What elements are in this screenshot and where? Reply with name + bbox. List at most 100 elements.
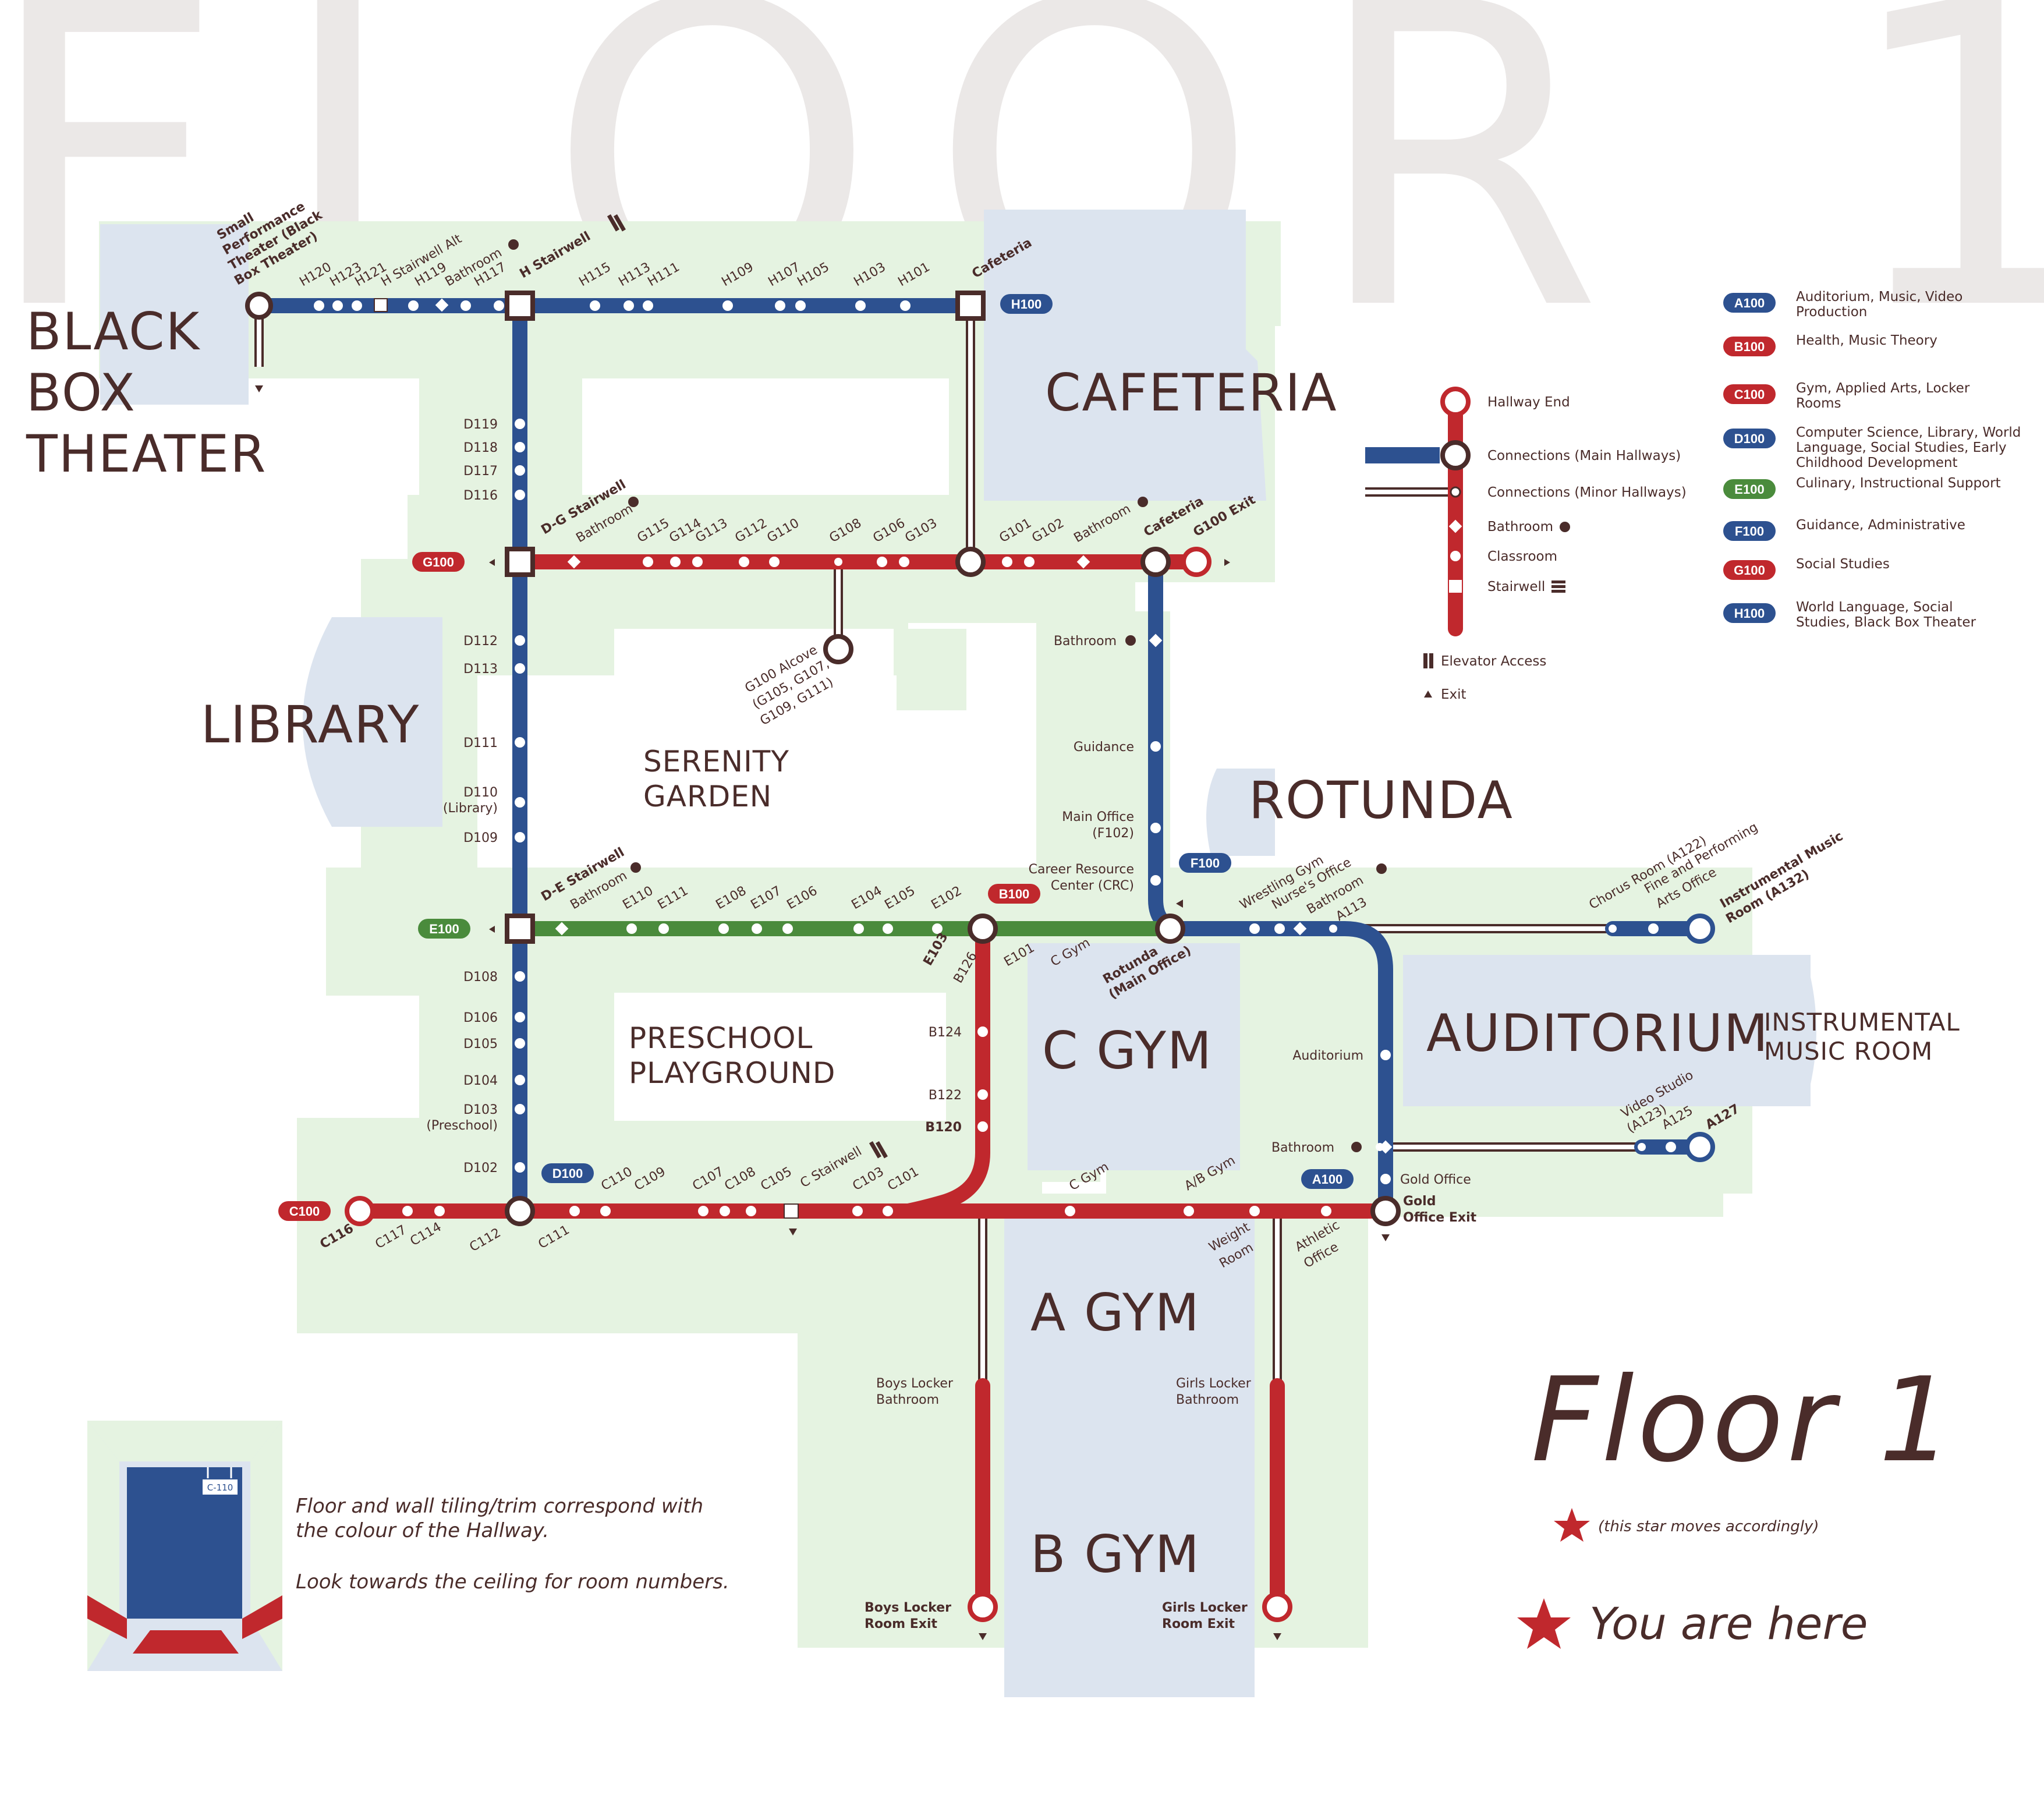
svg-text:Bathroom: Bathroom <box>876 1393 939 1407</box>
cafeteria-node <box>955 291 986 321</box>
key-minor-connection-icon <box>1450 486 1461 498</box>
a-gym-label: A GYM <box>1030 1283 1200 1343</box>
svg-text:Main Office: Main Office <box>1062 810 1134 824</box>
auditorium-label: AUDITORIUM <box>1426 1003 1769 1063</box>
you-are-here-star-icon <box>1517 1598 1571 1649</box>
svg-text:D111: D111 <box>463 736 498 750</box>
svg-text:Gold Office: Gold Office <box>1400 1173 1471 1187</box>
legend-badge <box>1723 429 1776 448</box>
d-hall-labels: D119 D118 D117 D116 D112 D113 D111 D110 … <box>426 417 498 1176</box>
legend-badge <box>1723 560 1776 580</box>
legend-description: Rooms <box>1796 396 1841 411</box>
svg-text:(Library): (Library) <box>443 801 498 816</box>
svg-text:Boys Locker: Boys Locker <box>865 1601 951 1615</box>
key-bathroom-dot-icon <box>1560 522 1570 532</box>
legend-description: Culinary, Instructional Support <box>1796 476 2001 491</box>
svg-text:D103: D103 <box>463 1103 498 1117</box>
area-labels: BLACK BOX THEATER CAFETERIA LIBRARY SERE… <box>26 302 1960 1584</box>
svg-text:D119: D119 <box>463 417 498 432</box>
hallway-badges: H100 G100 E100 B100 F100 D100 A100 C100 <box>278 294 1354 1221</box>
classroom-stops <box>314 300 1676 1216</box>
legend-description: Social Studies <box>1796 557 1890 572</box>
legend-badge <box>1723 479 1776 499</box>
key-classroom-icon <box>1450 551 1461 561</box>
rotunda-room <box>1206 769 1275 856</box>
badge-g100: G100 <box>412 552 465 572</box>
library-label: LIBRARY <box>201 695 420 755</box>
svg-text:Bathroom: Bathroom <box>1271 1141 1334 1155</box>
info-line-2: the colour of the Hallway. <box>296 1519 549 1542</box>
boys-locker-end <box>968 1592 998 1622</box>
svg-text:B100: B100 <box>999 887 1030 901</box>
svg-text:Exit: Exit <box>1441 687 1466 702</box>
svg-text:B122: B122 <box>929 1088 962 1103</box>
cafeteria-room <box>984 210 1246 501</box>
legend-entry-g100: G100 Social Studies <box>1723 557 1890 580</box>
symbol-key: Hallway End Connections (Main Hallways) … <box>1365 387 1687 702</box>
small-theater-node <box>245 292 273 320</box>
legend-badge-label: H100 <box>1734 606 1765 621</box>
svg-text:Girls Locker: Girls Locker <box>1176 1376 1252 1391</box>
rotunda-label: ROTUNDA <box>1249 770 1514 830</box>
legend-badge-label: D100 <box>1734 431 1765 446</box>
serenity-label-2: GARDEN <box>643 780 772 813</box>
svg-text:Stairwell: Stairwell <box>1487 579 1545 594</box>
svg-text:Career Resource: Career Resource <box>1029 862 1134 877</box>
legend-badge-label: E100 <box>1734 482 1764 497</box>
floor-title: Floor 1 <box>1531 1353 1956 1488</box>
g100-exit-end <box>1181 547 1211 577</box>
preschool-label-1: PRESCHOOL <box>629 1021 813 1055</box>
small-star-icon <box>1554 1508 1590 1542</box>
girls-locker-end <box>1262 1592 1292 1622</box>
svg-text:Bathroom: Bathroom <box>1176 1393 1239 1407</box>
legend-description: Studies, Black Box Theater <box>1796 615 1976 630</box>
gold-office-node <box>1370 1196 1401 1226</box>
legend-badge-label: C100 <box>1734 387 1765 402</box>
svg-text:D110: D110 <box>463 785 498 800</box>
svg-text:Gold: Gold <box>1403 1194 1436 1209</box>
svg-text:E100: E100 <box>429 922 459 936</box>
stairwell-nodes <box>505 291 986 944</box>
legend-badge-label: G100 <box>1734 563 1765 578</box>
key-stairwell-symbol-icon <box>1551 580 1565 593</box>
info-line-1: Floor and wall tiling/trim correspond wi… <box>296 1495 703 1518</box>
svg-text:Bathroom: Bathroom <box>1487 519 1553 534</box>
black-box-label-2: BOX <box>26 363 136 423</box>
library-room <box>303 617 442 827</box>
a127-end <box>1685 1132 1715 1162</box>
black-box-room <box>100 224 249 405</box>
legend-description: Production <box>1796 305 1867 320</box>
svg-text:D105: D105 <box>463 1037 498 1052</box>
legend-entry-e100: E100 Culinary, Instructional Support <box>1723 476 2001 499</box>
svg-text:C-110: C-110 <box>207 1482 233 1493</box>
black-box-label-1: BLACK <box>26 302 201 362</box>
auditorium-room <box>1403 955 1811 1106</box>
f-hall-labels: Bathroom Guidance Main Office (F102) Car… <box>1029 634 1134 893</box>
legend-badge <box>1723 603 1776 623</box>
a100-line <box>1326 921 1393 1219</box>
svg-text:B124: B124 <box>929 1025 962 1040</box>
key-hallway-end-icon <box>1440 387 1471 417</box>
svg-text:(F102): (F102) <box>1092 826 1134 841</box>
c-gym-room <box>1028 943 1240 1170</box>
legend-description: Language, Social Studies, Early <box>1796 440 2007 455</box>
legend-badge <box>1723 521 1776 541</box>
legend-description: Health, Music Theory <box>1796 333 1937 348</box>
room-blocks <box>100 210 1816 1697</box>
exit-markers <box>255 385 1390 1640</box>
svg-text:Room Exit: Room Exit <box>1162 1617 1235 1631</box>
svg-text:D109: D109 <box>463 831 498 845</box>
legend-badge-label: A100 <box>1734 296 1765 310</box>
svg-text:Girls Locker: Girls Locker <box>1162 1601 1248 1615</box>
legend-description: Gym, Applied Arts, Locker <box>1796 381 1970 396</box>
legend-description: Childhood Development <box>1796 455 1957 470</box>
key-exit-icon <box>1424 691 1432 698</box>
key-bathroom-icon <box>1448 519 1462 533</box>
ab-gym-room <box>1004 1214 1255 1697</box>
